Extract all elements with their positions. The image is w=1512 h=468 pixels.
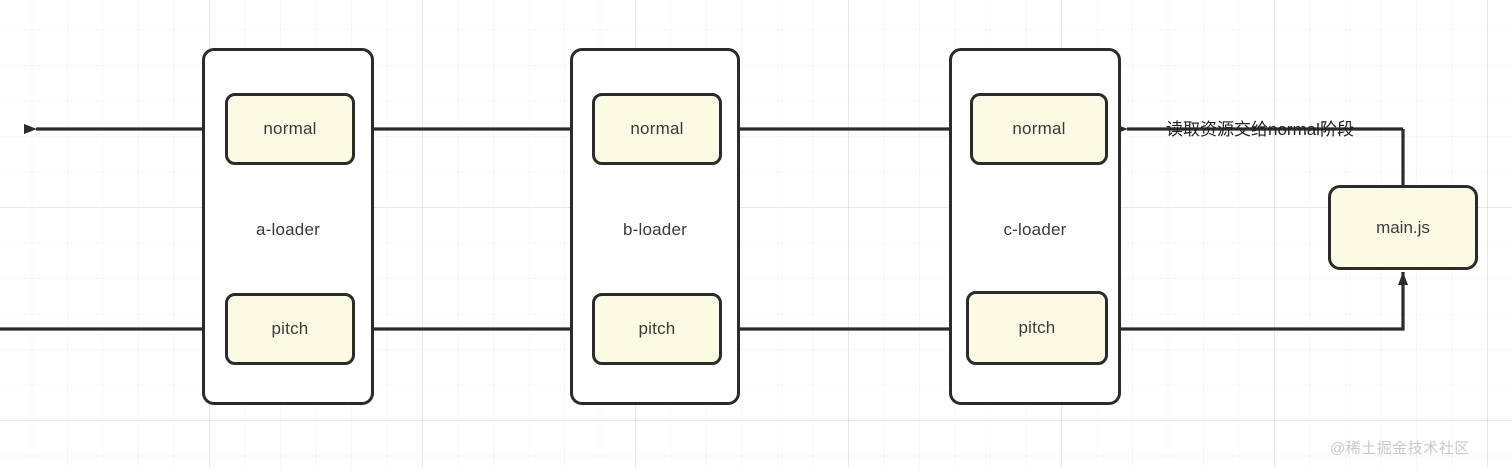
stage-pitch-c-loader[interactable]: pitch bbox=[966, 291, 1108, 365]
loader-label-b-loader: b-loader bbox=[623, 220, 687, 239]
stage-normal-a-loader[interactable]: normal bbox=[225, 93, 355, 165]
stage-normal-c-loader[interactable]: normal bbox=[970, 93, 1108, 165]
stage-pitch-b-loader[interactable]: pitch bbox=[592, 293, 722, 365]
file-node-main-js[interactable]: main.js bbox=[1328, 185, 1478, 270]
loader-label-c-loader: c-loader bbox=[1003, 220, 1067, 239]
edge-label-read-resource: 读取资源交给normal阶段 bbox=[1166, 120, 1354, 139]
stage-pitch-a-loader[interactable]: pitch bbox=[225, 293, 355, 365]
stage-normal-b-loader[interactable]: normal bbox=[592, 93, 722, 165]
watermark: @稀土掘金技术社区 bbox=[1330, 440, 1470, 457]
edge-c-pitch-to-mainjs bbox=[1102, 272, 1408, 331]
loader-label-a-loader: a-loader bbox=[256, 220, 320, 239]
